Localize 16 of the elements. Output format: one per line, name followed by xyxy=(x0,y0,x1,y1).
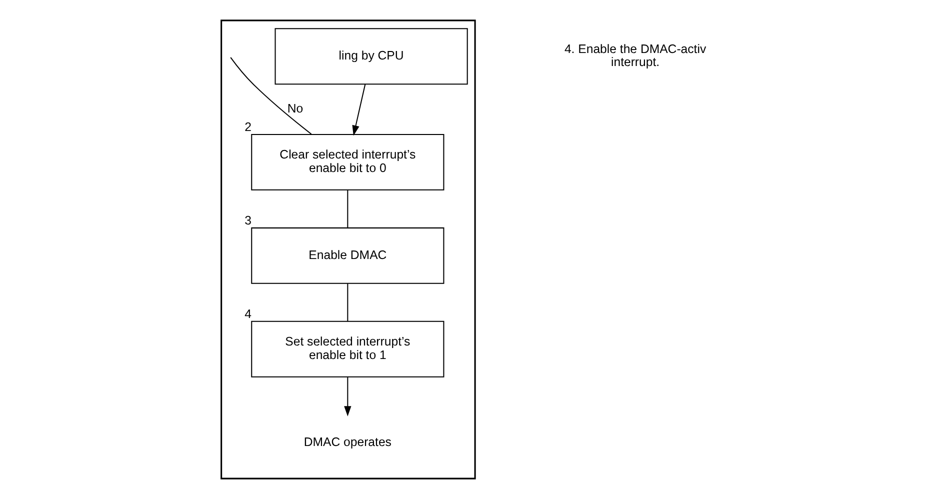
node-box: Clear selected interrupt’s enable bit to 0 xyxy=(251,134,444,190)
arrow xyxy=(344,377,352,416)
label: 4. Enable the DMAC-activ interrupt. xyxy=(564,42,706,70)
node-box: Enable DMAC xyxy=(251,227,444,284)
node-box: ling by CPU xyxy=(274,28,468,85)
node-label: 2 xyxy=(244,120,252,134)
edge-label: No xyxy=(287,101,304,116)
connector xyxy=(230,57,312,134)
arrow xyxy=(352,84,366,136)
connector xyxy=(347,190,348,228)
node-label: 4 xyxy=(244,306,252,321)
node-text: DMAC operates xyxy=(304,434,392,449)
node-box: Set selected interrupt’s enable bit to 1 xyxy=(251,320,444,378)
node-label: 3 xyxy=(244,213,252,228)
cluster xyxy=(220,20,476,480)
connector xyxy=(347,284,348,322)
